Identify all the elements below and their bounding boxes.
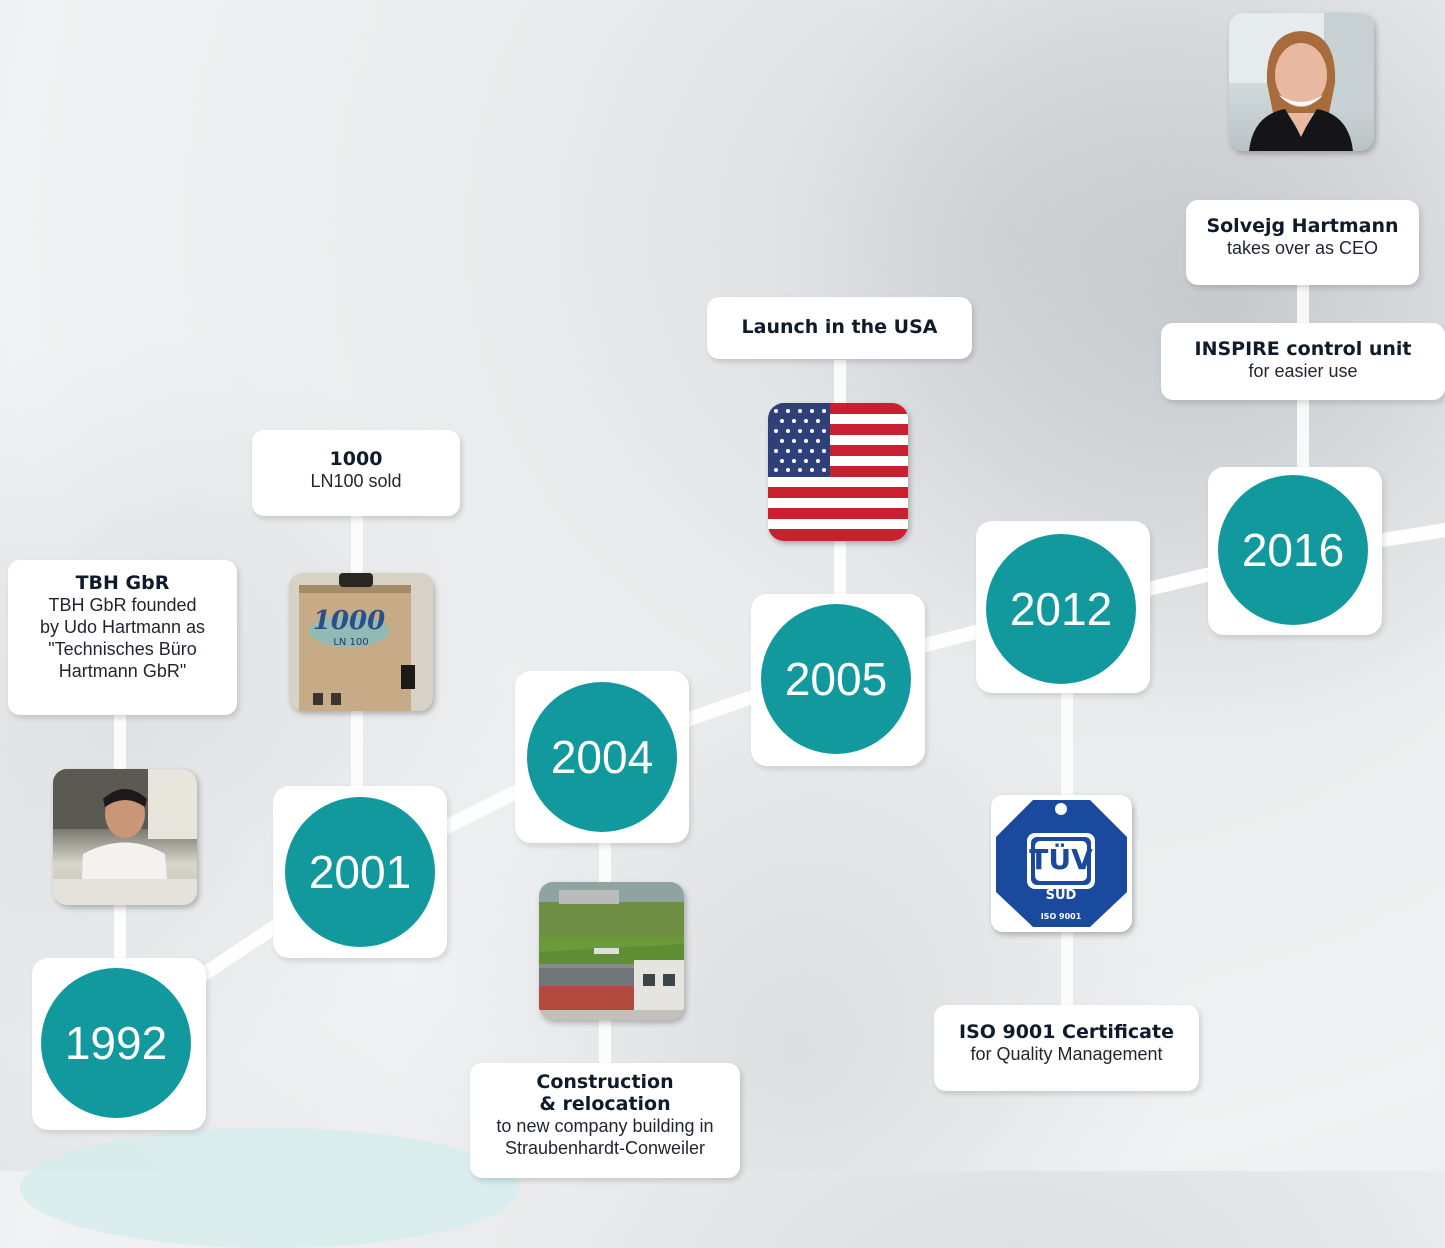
event-desc-2004-line2: Straubenhardt-Conweiler [504, 1138, 706, 1158]
year-badge-2012: 2012 [986, 534, 1136, 684]
event-card-2005: Launch in the USA [707, 297, 972, 359]
event-desc-2004-line1: to new company building in [496, 1116, 714, 1136]
device-logo-sub: LN 100 [333, 637, 368, 648]
ln100-device-photo: 1000 LN 100 [289, 573, 433, 711]
tuv-sud-iso-logo: TÜV SÜD ISO 9001 [991, 795, 1132, 932]
event-desc-2001: LN100 sold [310, 471, 402, 491]
event-card-2004: Construction & relocation to new company… [470, 1063, 740, 1178]
tuv-text: TÜV [1029, 842, 1093, 876]
ceo-photo [1229, 13, 1374, 151]
device-logo-text: 1000 [313, 606, 385, 636]
event-title-2001: 1000 [329, 448, 383, 470]
event-desc-1992-line2: by Udo Hartmann as [39, 617, 206, 637]
year-card-2004: 2004 [515, 671, 689, 843]
event-desc-2016: for easier use [1248, 361, 1358, 381]
event-card-ceo: Solvejg Hartmann takes over as CEO [1186, 200, 1419, 285]
event-title-2004: Construction & relocation [536, 1071, 674, 1115]
event-desc-2012: for Quality Management [970, 1044, 1163, 1064]
year-badge-2001: 2001 [285, 797, 435, 947]
event-desc-1992-line1: TBH GbR founded [48, 595, 197, 615]
iso-text: ISO 9001 [1041, 912, 1082, 921]
year-card-2005: 2005 [751, 594, 925, 766]
event-title-1992: TBH GbR [75, 572, 170, 594]
year-badge-2005: 2005 [761, 604, 911, 754]
usa-flag-icon [768, 403, 908, 541]
event-desc-1992-line3: "Technisches Büro [48, 639, 197, 659]
event-desc-ceo: takes over as CEO [1226, 238, 1379, 258]
event-title-2016: INSPIRE control unit [1194, 338, 1412, 360]
founder-photo [53, 769, 197, 905]
year-badge-1992: 1992 [41, 968, 191, 1118]
year-card-2016: 2016 [1208, 467, 1382, 635]
year-card-1992: 1992 [32, 958, 206, 1130]
year-badge-2004: 2004 [527, 682, 677, 832]
sud-text: SÜD [1046, 887, 1077, 903]
event-card-2001: 1000 LN100 sold [252, 430, 460, 516]
event-title-ceo: Solvejg Hartmann [1206, 215, 1399, 237]
event-title-2005: Launch in the USA [741, 316, 938, 338]
year-card-2001: 2001 [273, 786, 447, 958]
company-building-photo [539, 882, 684, 1020]
event-card-2012: ISO 9001 Certificate for Quality Managem… [934, 1005, 1199, 1091]
event-title-2012: ISO 9001 Certificate [959, 1021, 1174, 1043]
event-desc-1992-line4: Hartmann GbR" [58, 661, 187, 681]
year-card-2012: 2012 [976, 521, 1150, 693]
year-badge-2016: 2016 [1218, 475, 1368, 625]
event-card-2016: INSPIRE control unit for easier use [1161, 323, 1445, 400]
event-card-1992: TBH GbR TBH GbR founded by Udo Hartmann … [8, 560, 237, 715]
